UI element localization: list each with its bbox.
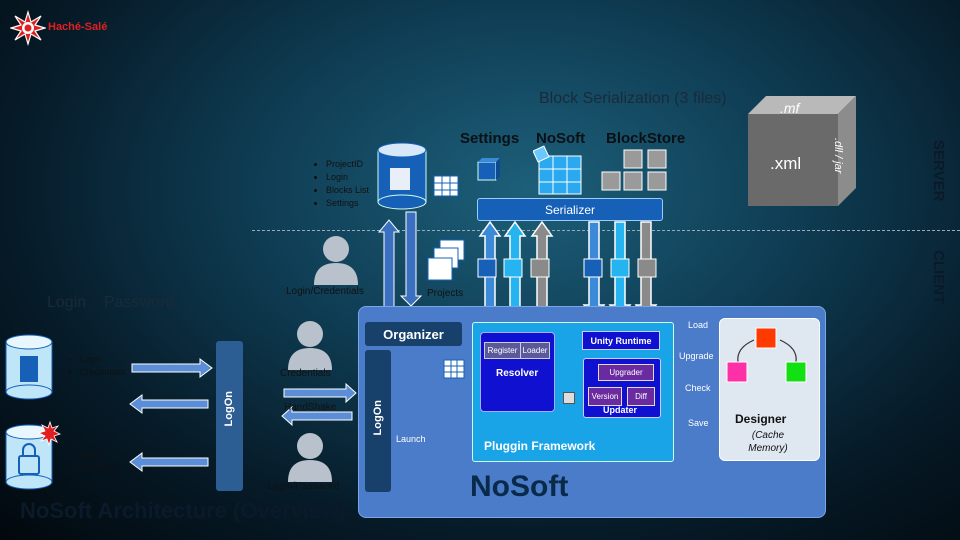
register-button[interactable]: Register [484, 342, 521, 359]
serialization-cubes-icon [477, 258, 657, 278]
server-db-items: ProjectID Login Blocks List Settings [312, 158, 369, 210]
user-label-login-password: Login/Password [268, 481, 340, 492]
resolver-connector [563, 392, 575, 404]
server-database-icon [377, 142, 427, 210]
block-serialization-title: Block Serialization (3 files) [539, 90, 727, 107]
local-db-items-bottom: Login Password [66, 450, 120, 476]
xml-cube-top: .mf [780, 100, 800, 116]
updater-label: Updater [603, 405, 638, 415]
user-avatar-icon [288, 433, 332, 482]
db-item: Credentials [80, 366, 126, 379]
nosoft-logon-panel: LogOn [365, 350, 391, 492]
local-database-icon [5, 334, 53, 400]
nosoft-logon-label: LogOn [372, 400, 384, 436]
logon-label: LogOn [223, 391, 235, 427]
designer-graph-icon [726, 327, 807, 383]
upgrader-box: Upgrader [598, 364, 654, 381]
server-grid-icon [433, 175, 459, 197]
client-tier-label: CLIENT [930, 250, 947, 305]
designer-title: Designer [735, 412, 787, 426]
db-item: Settings [326, 197, 369, 210]
local-db-items-top: Login Credentials [66, 353, 126, 379]
package-cube-icon [748, 96, 856, 206]
arrow-label-save: Save [688, 418, 709, 428]
designer-node-right [785, 361, 807, 383]
logon-panel: LogOn [216, 341, 243, 491]
db-item: Login [326, 171, 369, 184]
db-item: Login [80, 450, 120, 463]
organizer-box: Organizer [365, 322, 462, 346]
blockstore-cubes-icon [601, 149, 667, 191]
server-tier-label: SERVER [930, 140, 947, 202]
resolver-label: Resolver [496, 368, 539, 379]
store-blockstore-label: BlockStore [606, 130, 686, 147]
loader-button[interactable]: Loader [520, 342, 550, 359]
store-settings-label: Settings [460, 130, 520, 147]
diff-box: Diff [627, 387, 655, 406]
user-avatar-icon [314, 236, 358, 285]
store-nosoft-label: NoSoft [536, 130, 586, 147]
server-client-divider [252, 230, 960, 231]
brand [10, 10, 170, 46]
launch-label: Launch [396, 434, 426, 444]
arrow-label-upgrade: Upgrade [679, 351, 714, 361]
db-item: Blocks List [326, 184, 369, 197]
login-password-header: Login Password [47, 294, 175, 311]
version-box: Version [588, 387, 622, 406]
settings-block-icon [477, 158, 500, 181]
db-item: Password [80, 463, 120, 476]
db-item: Login [80, 353, 126, 366]
user-label-credentials: Credentials [280, 368, 331, 379]
xml-cube-front: .xml [770, 154, 802, 173]
designer-node-left [726, 361, 748, 383]
organizer-grid-icon [443, 359, 465, 379]
serializer-box: Serializer [477, 198, 663, 221]
designer-node-top [755, 327, 777, 349]
system-name-label: NoSoft [470, 470, 569, 503]
plugin-framework-label: Pluggin Framework [484, 439, 596, 453]
designer-subtitle: (Cache Memory) [748, 430, 788, 454]
arrow-label-load: Load [688, 320, 709, 330]
brand-name: Haché-Salé [48, 21, 108, 33]
projects-stack-icon [427, 239, 465, 281]
db-item: ProjectID [326, 158, 369, 171]
arrow-label-check: Check [685, 383, 711, 393]
user-label-login-credentials: Login/Credentials [286, 286, 364, 297]
user-label-handshake: HandShake [284, 402, 337, 413]
xml-cube-side: .dll / jar [832, 138, 844, 174]
starburst-logo-icon [10, 10, 46, 46]
page-title: NoSoft Architecture (Overview) [20, 498, 346, 523]
unity-runtime-box: Unity Runtime [582, 331, 660, 350]
locked-database-icon [5, 420, 62, 490]
projects-label: Projects [427, 288, 464, 299]
user-avatar-icon [288, 321, 332, 370]
nosoft-grid-icon [533, 145, 582, 195]
